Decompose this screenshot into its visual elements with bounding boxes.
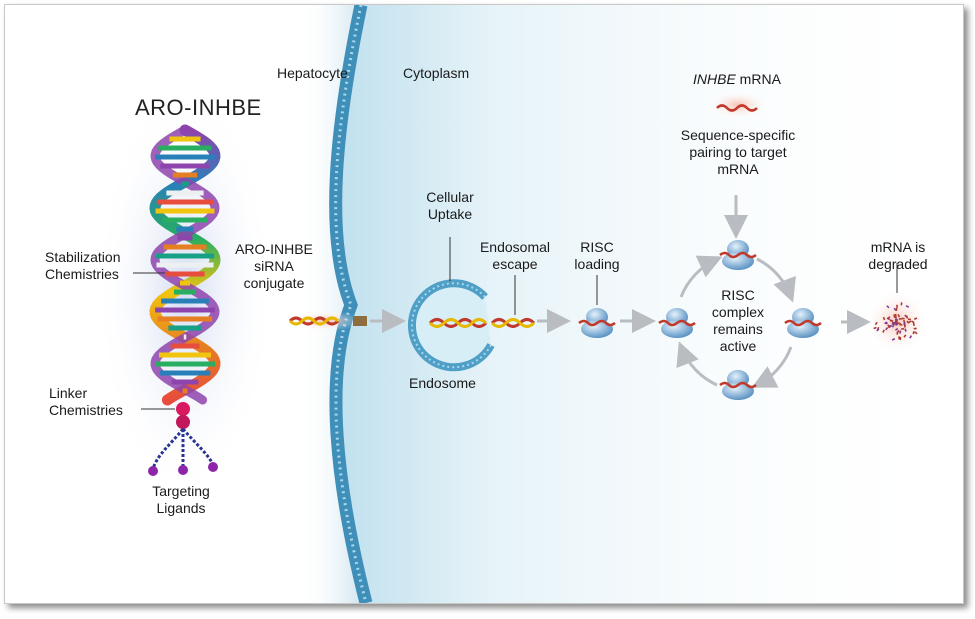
mrna-fragment: [912, 330, 915, 335]
pairing-line-2: pairing to target: [689, 144, 787, 160]
mrna-fragment: [896, 330, 900, 334]
mrna-fragment: [893, 313, 897, 317]
stabilization-line-2: Chemistries: [45, 266, 119, 282]
linker-label: Linker Chemistries: [49, 385, 123, 419]
linker-line-2: Chemistries: [49, 402, 123, 418]
mrna-strand-icon: [716, 104, 758, 112]
mrna-fragment: [891, 338, 896, 341]
uptake-line-1: Cellular: [426, 189, 474, 205]
mrna-fragment: [891, 324, 895, 328]
cycle-arrow-2: [756, 257, 796, 303]
stabilization-line-1: Stabilization: [45, 249, 121, 265]
mrna-fragment: [913, 317, 918, 320]
targeting-line-2: Ligands: [156, 500, 206, 516]
mrna-fragment: [897, 313, 901, 318]
mrna-fragment: [886, 305, 890, 309]
risc-active-label: RISC complex remains active: [703, 287, 773, 355]
diagram-frame: ARO-INHBE Hepatocyte Cytoplasm INHBE mRN…: [4, 4, 964, 604]
mrna-fragment: [887, 316, 891, 320]
mrna-fragment: [905, 305, 910, 308]
mrna-fragment: [882, 316, 886, 321]
dna-helix-icon: [149, 124, 221, 406]
degraded-label: mRNA is degraded: [861, 239, 935, 273]
mrna-label: INHBE mRNA: [693, 71, 781, 88]
risc-complex-icon: [719, 370, 757, 400]
conjugate-label: ARO-INHBE siRNA conjugate: [229, 241, 319, 292]
degraded-line-1: mRNA is: [870, 239, 926, 255]
mrna-fragment: [903, 334, 907, 338]
risc-complex-icon: [658, 308, 696, 338]
mrna-fragment: [894, 327, 899, 331]
cell-membrane: [329, 5, 373, 603]
mrna-fragment: [893, 307, 897, 312]
stabilization-label: Stabilization Chemistries: [45, 249, 121, 283]
escape-line-2: escape: [492, 256, 538, 272]
mrna-fragment: [895, 322, 898, 326]
mrna-fragment: [876, 328, 880, 332]
risc-complex-icon: [578, 308, 616, 338]
linker-line-1: Linker: [49, 385, 88, 401]
risc-loading-label: RISC loading: [567, 239, 627, 273]
mrna-glow: [708, 91, 768, 119]
mrna-fragment: [884, 321, 888, 325]
extracellular-shade: [300, 5, 365, 603]
mrna-fragment: [904, 328, 907, 332]
mrna-fragment: [874, 321, 878, 326]
mrna-fragment: [882, 329, 885, 333]
pairing-line-3: mRNA: [717, 161, 759, 177]
targeting-line-1: Targeting: [152, 483, 210, 499]
risc-active-line-3: remains: [713, 321, 763, 337]
mrna-fragment: [905, 315, 909, 319]
conjugate-line-1: ARO-INHBE: [235, 241, 313, 257]
mrna-fragment: [895, 307, 898, 312]
risc-active-line-1: RISC: [721, 287, 755, 303]
pairing-line-1: Sequence-specific: [680, 127, 796, 143]
mrna-fragment: [907, 320, 912, 324]
escape-label: Endosomal escape: [475, 239, 555, 273]
endosome-sirna-icon: [428, 318, 488, 328]
risc-active-line-4: active: [719, 338, 757, 354]
degraded-fragments-icon: [873, 302, 918, 341]
mrna-fragment: [885, 327, 889, 331]
risc-complex-icon: [719, 240, 757, 270]
mrna-suffix: mRNA: [735, 71, 781, 87]
risc-active-line-2: complex: [711, 304, 765, 320]
endosome-label: Endosome: [409, 375, 476, 391]
mrna-fragment: [898, 337, 902, 341]
conjugate-line-2: siRNA: [254, 258, 294, 274]
pairing-label: Sequence-specific pairing to target mRNA: [673, 127, 803, 178]
mrna-fragment: [911, 320, 915, 324]
cycle-arrow-3: [751, 346, 793, 388]
hepatocyte-label: Hepatocyte: [277, 65, 348, 81]
escape-line-1: Endosomal: [479, 239, 551, 255]
cycle-arrow-4: [676, 341, 718, 387]
uptake-label: Cellular Uptake: [415, 189, 485, 223]
mrna-fragment: [894, 318, 899, 322]
cycle-arrow-1: [679, 255, 723, 298]
mrna-fragment: [892, 322, 897, 326]
risc-complex-icon: [784, 308, 822, 338]
risc-loading-line-2: loading: [574, 256, 620, 272]
degraded-line-2: degraded: [868, 256, 928, 272]
escaped-sirna-icon: [490, 318, 536, 328]
mrna-fragment: [909, 335, 913, 339]
risc-loading-line-1: RISC: [580, 239, 614, 255]
diagram-art: [95, 5, 963, 603]
mrna-fragment: [897, 322, 902, 326]
mrna-fragment: [873, 326, 877, 330]
cytoplasm-region: [334, 5, 963, 603]
conjugate-sirna-icon: [288, 316, 367, 326]
mrna-fragment: [914, 331, 918, 335]
diagram-title: ARO-INHBE: [135, 95, 262, 120]
uptake-line-2: Uptake: [427, 206, 473, 222]
mrna-fragment: [898, 336, 902, 339]
linker-ligands: [148, 402, 218, 476]
cytoplasm-label: Cytoplasm: [403, 65, 470, 81]
conjugate-line-3: conjugate: [243, 275, 305, 291]
targeting-label: Targeting Ligands: [141, 483, 221, 517]
mrna-gene-name: INHBE: [693, 71, 736, 87]
